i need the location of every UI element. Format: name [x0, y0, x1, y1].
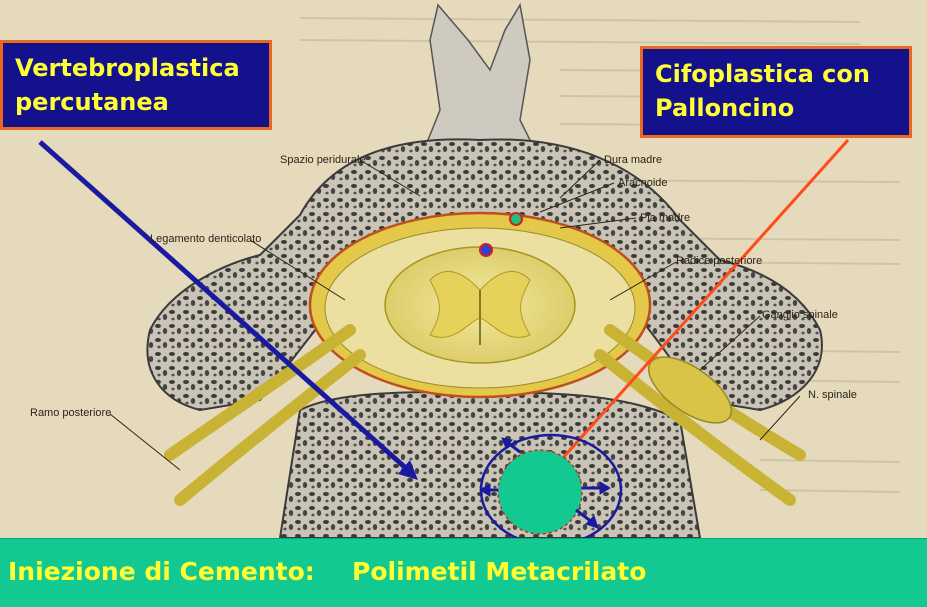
label-posterior-ramus: Ramo posteriore — [30, 408, 111, 419]
cord-marker-dot — [480, 244, 492, 256]
pia-marker-dot — [510, 213, 522, 225]
kyphoplasty-callout: Cifoplastica con Palloncino — [640, 46, 912, 138]
label-arachnoid: Aracnoide — [618, 178, 668, 189]
label-pia-mater: Pia madre — [640, 213, 690, 224]
vertebroplasty-callout: Vertebroplastica percutanea — [0, 40, 272, 130]
footer-value: Polimetil Metacrilato — [352, 557, 646, 586]
label-dura-mater: Dura madre — [604, 155, 662, 166]
vertebroplasty-callout-line1: Vertebroplastica — [15, 51, 255, 85]
label-posterior-root: Radice posteriore — [676, 256, 762, 267]
footer-bar: Iniezione di Cemento: Polimetil Metacril… — [0, 538, 927, 607]
illustration-area: Spazio peridurale Dura madre Aracnoide P… — [0, 0, 927, 538]
vertebroplasty-callout-line2: percutanea — [15, 85, 255, 119]
spinous-process — [420, 5, 540, 160]
kyphoplasty-callout-line2: Palloncino — [655, 91, 895, 125]
footer-label: Iniezione di Cemento: — [8, 557, 315, 586]
label-spinal-nerve: N. spinale — [808, 390, 857, 401]
label-epidural-space: Spazio peridurale — [280, 155, 366, 166]
label-denticulate-ligament: Legamento denticolato — [150, 234, 261, 245]
kyphoplasty-callout-line1: Cifoplastica con — [655, 57, 895, 91]
balloon — [498, 450, 582, 534]
label-spinal-ganglion: Ganglio spinale — [762, 310, 838, 321]
